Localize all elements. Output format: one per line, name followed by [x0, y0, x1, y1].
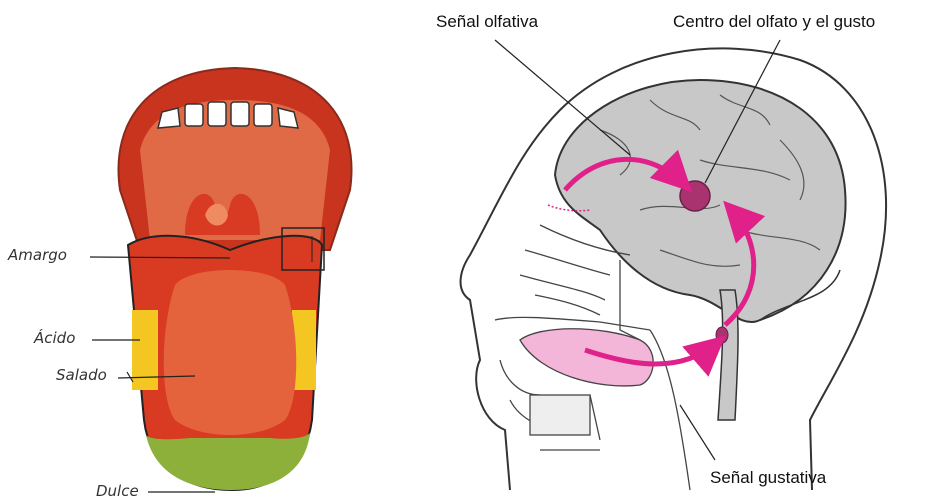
tongue-diagram	[118, 68, 351, 490]
sweet-zone	[146, 433, 310, 490]
center-zone	[164, 270, 297, 435]
label-sweet: Dulce	[96, 482, 139, 500]
label-smell-taste-center: Centro del olfato y el gusto	[673, 12, 875, 32]
gustatory-relay-node	[716, 327, 728, 343]
label-bitter: Amargo	[8, 246, 67, 264]
label-sour: Ácido	[34, 329, 75, 347]
head-diagram	[461, 48, 887, 490]
label-salty: Salado	[56, 366, 107, 384]
head-tongue	[520, 329, 653, 386]
label-olfactory-signal: Señal olfativa	[436, 12, 538, 32]
label-gustatory-signal: Señal gustativa	[710, 468, 826, 488]
